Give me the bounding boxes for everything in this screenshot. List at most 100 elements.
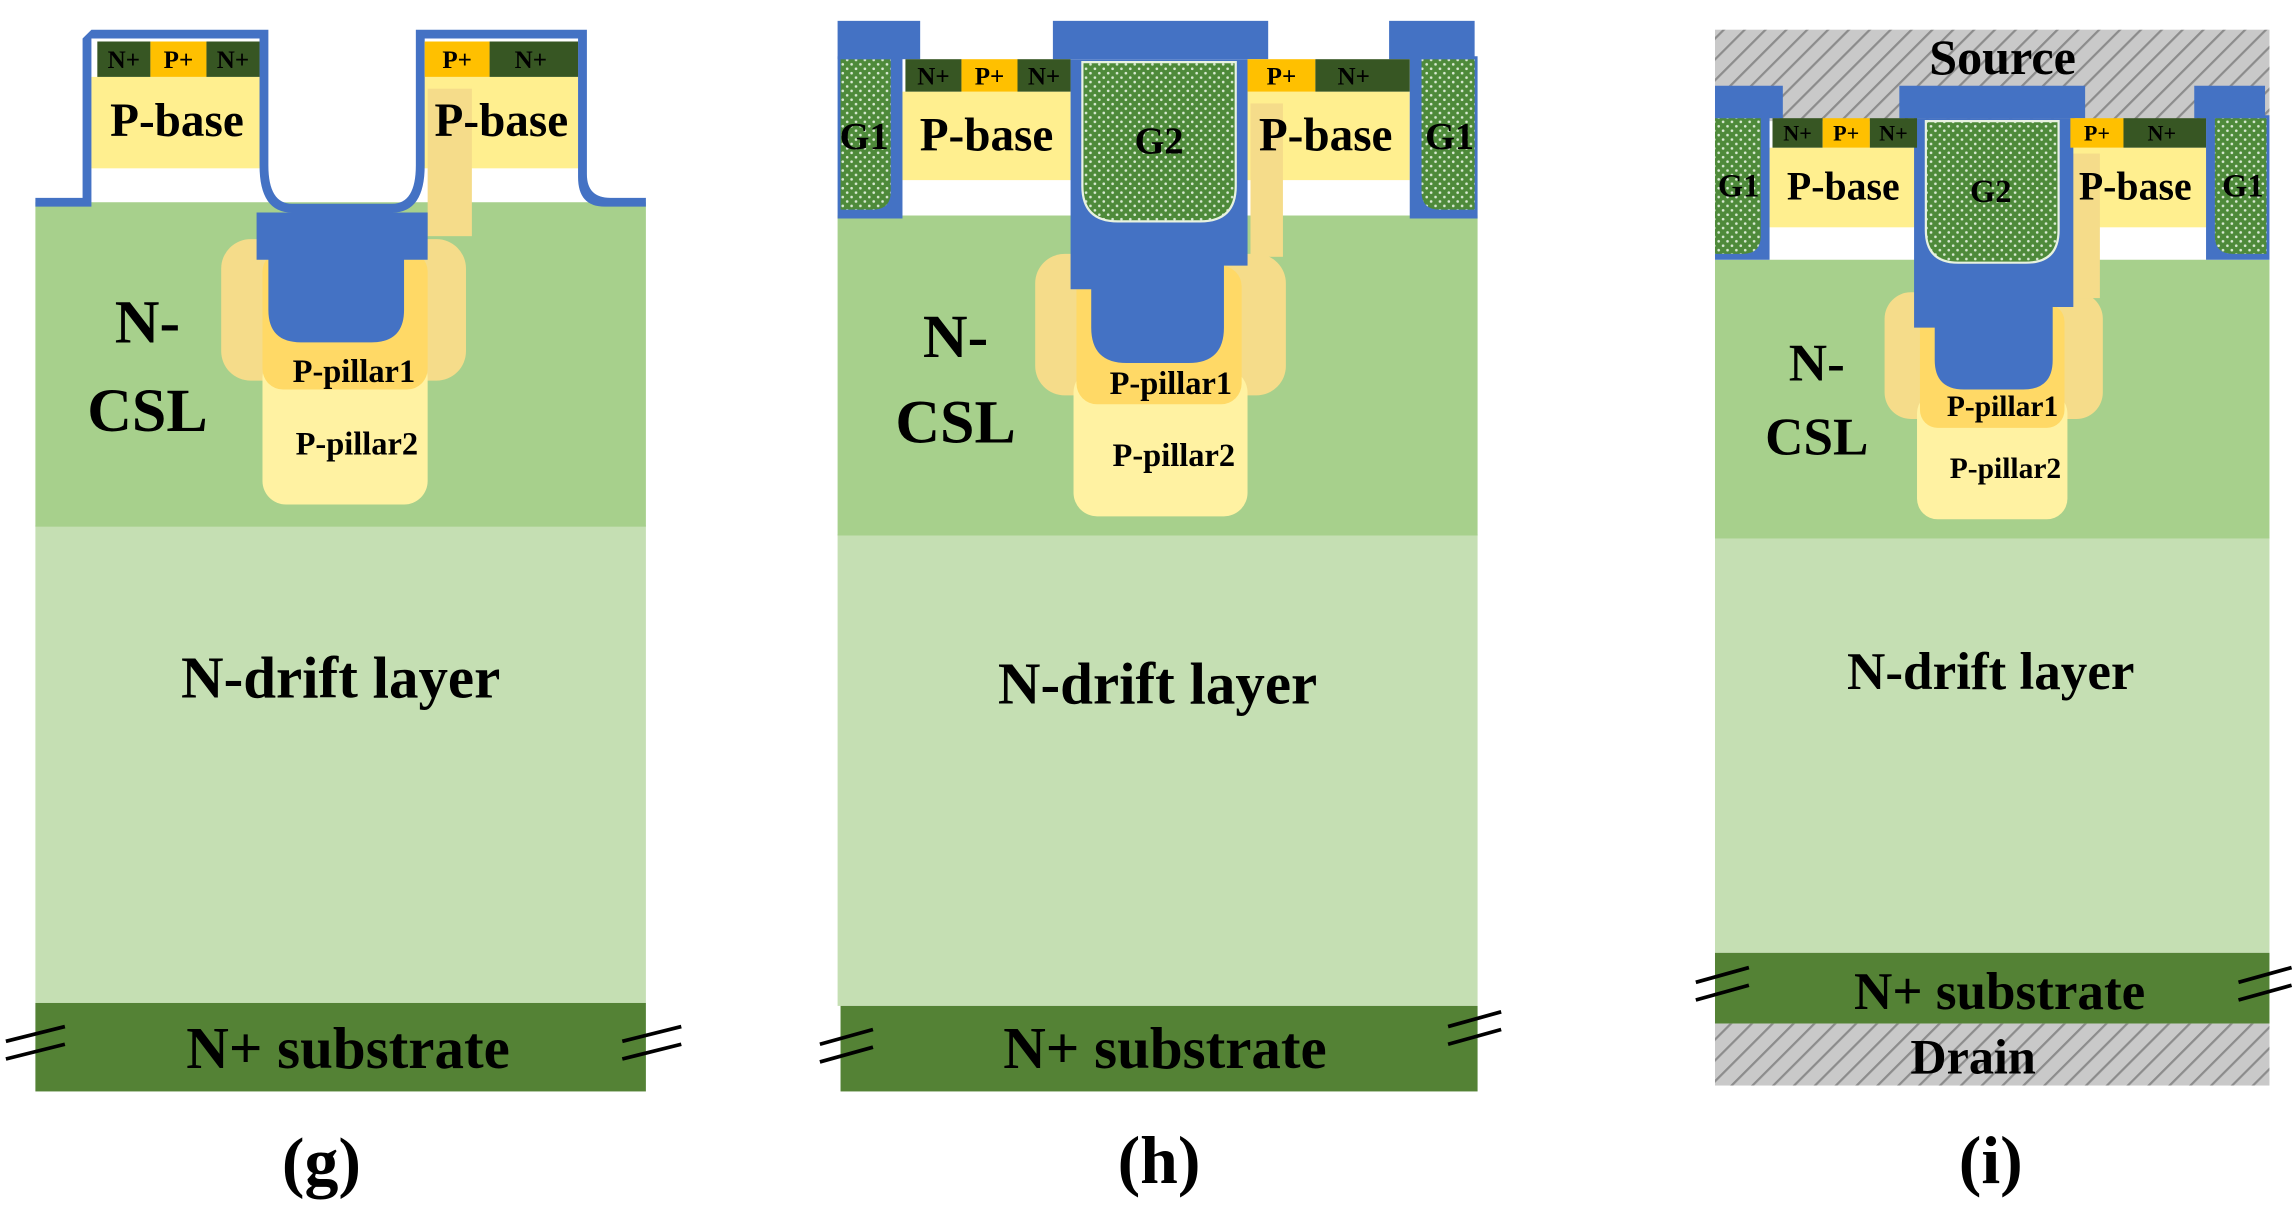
- n-plus-label: N+: [1783, 120, 1812, 145]
- gate1-label: G1: [840, 116, 889, 158]
- csl-label-top: N-: [115, 288, 180, 356]
- p-base-label: P-base: [2079, 164, 2192, 208]
- trench-top-cap: [1052, 20, 1269, 60]
- substrate-label: N+ substrate: [1003, 1015, 1327, 1081]
- csl-label-bottom: CSL: [1765, 408, 1868, 466]
- drain-metal: [1714, 1023, 2270, 1086]
- gate1-label: G1: [1425, 116, 1474, 158]
- drift-label: N-drift layer: [181, 645, 500, 711]
- drift-region: [35, 525, 646, 1003]
- n-plus-label: N+: [917, 63, 949, 90]
- p-plus-label: P+: [442, 47, 472, 74]
- p-base-left: [91, 76, 263, 169]
- p-pillar-right-side: [1250, 103, 1283, 257]
- p-pillar1-label: P-pillar1: [1110, 366, 1233, 402]
- p-plus-left: [150, 41, 207, 77]
- n-plus-left-1: [905, 59, 962, 92]
- n-plus-right: [1315, 59, 1410, 92]
- p-base-label: P-base: [435, 95, 569, 147]
- panel-h: N+ P+ N+ P+ N+ P-base P-base G1 G1 G2 N-…: [819, 20, 1502, 1198]
- p-base-label: P-base: [1259, 110, 1393, 162]
- p-plus-label: P+: [1833, 120, 1859, 145]
- source-label: Source: [1929, 29, 2076, 85]
- substrate-region: [1714, 952, 2270, 1024]
- break-marks-left: [819, 1027, 874, 1064]
- p-base-label: P-base: [1787, 164, 1900, 208]
- p-plus-label: P+: [2084, 120, 2110, 145]
- panel-caption: (h): [1118, 1123, 1201, 1198]
- gate1-label: G1: [1718, 168, 1759, 204]
- panel-caption: (i): [1959, 1123, 2023, 1198]
- gate1-right: [2214, 118, 2267, 254]
- csl-label-top: N-: [1789, 335, 1845, 393]
- p-plus-label: P+: [164, 47, 194, 74]
- n-plus-label: N+: [217, 47, 249, 74]
- p-pillar2-label: P-pillar2: [296, 426, 419, 462]
- substrate-label: N+ substrate: [1854, 963, 2145, 1021]
- gate2-region: [1924, 120, 2060, 264]
- source-contact-left: [837, 20, 921, 60]
- drift-region: [837, 534, 1478, 1006]
- source-contact-right: [1389, 20, 1475, 60]
- n-plus-left-1: [1772, 118, 1823, 148]
- substrate-label: N+ substrate: [186, 1015, 510, 1081]
- drift-label: N-drift layer: [1847, 643, 2134, 701]
- source-contact-right: [2194, 85, 2266, 119]
- csl-label-bottom: CSL: [895, 389, 1015, 457]
- gate1-right: [1421, 59, 1475, 210]
- break-marks-right: [621, 1024, 682, 1061]
- p-pillar2-region: [262, 354, 428, 505]
- p-pillar2-label: P-pillar2: [1950, 453, 2061, 485]
- trench-oxide-bottom: [256, 212, 428, 343]
- break-marks-left: [5, 1024, 66, 1061]
- gate1-left: [840, 59, 891, 210]
- csl-label-bottom: CSL: [87, 377, 207, 445]
- p-plus-left: [961, 59, 1018, 92]
- trench-top-cap: [1899, 85, 2086, 119]
- n-plus-left-2: [1017, 59, 1071, 92]
- csl-label-top: N-: [923, 303, 988, 371]
- panel-i: Source N+ P+ N+ P+ N+ P-base P-base G1 G…: [1695, 29, 2293, 1198]
- drift-region: [1714, 536, 2270, 953]
- n-plus-label: N+: [2148, 120, 2177, 145]
- p-plus-right: [424, 41, 490, 77]
- n-plus-left-2: [206, 41, 260, 77]
- gate2-label: G2: [1135, 121, 1184, 163]
- p-plus-left: [1822, 118, 1870, 148]
- p-pillar1-label: P-pillar1: [293, 354, 416, 390]
- gate2-label: G2: [1970, 174, 2011, 210]
- break-marks-right: [2237, 965, 2293, 1002]
- n-plus-label: N+: [1879, 120, 1908, 145]
- n-plus-label: N+: [515, 47, 547, 74]
- p-plus-label: P+: [1267, 63, 1297, 90]
- p-plus-right: [2070, 118, 2124, 148]
- panel-caption: (g): [282, 1124, 361, 1199]
- n-plus-left-2: [1869, 118, 1918, 148]
- source-contact-left: [1714, 85, 1783, 119]
- p-base-left: [1769, 147, 1918, 228]
- n-plus-right: [2123, 118, 2207, 148]
- p-pillar-right-side: [427, 88, 472, 237]
- p-base-label: P-base: [110, 95, 244, 147]
- n-plus-right: [489, 41, 579, 77]
- n-plus-label: N+: [108, 47, 140, 74]
- n-plus-left-1: [97, 41, 151, 77]
- substrate-region: [35, 1002, 646, 1092]
- p-plus-label: P+: [975, 63, 1005, 90]
- p-base-left: [902, 91, 1071, 181]
- p-base-label: P-base: [920, 110, 1054, 162]
- n-plus-label: N+: [1338, 63, 1370, 90]
- gate1-left: [1714, 118, 1761, 254]
- p-pillar1-label: P-pillar1: [1947, 391, 2058, 423]
- panel-g: N+ P+ N+ P+ N+ P-base P-base N- CSL P-pi…: [5, 29, 682, 1199]
- drain-label: Drain: [1910, 1029, 2035, 1085]
- break-marks-left: [1695, 965, 1750, 1002]
- gate2-region: [1081, 61, 1237, 223]
- substrate-region: [840, 1005, 1478, 1092]
- drift-label: N-drift layer: [998, 651, 1317, 717]
- gate-oxide-liner: [35, 29, 646, 213]
- n-plus-label: N+: [1028, 63, 1060, 90]
- p-pillar-right-side: [2070, 153, 2100, 299]
- p-pillar2-region: [1073, 368, 1248, 517]
